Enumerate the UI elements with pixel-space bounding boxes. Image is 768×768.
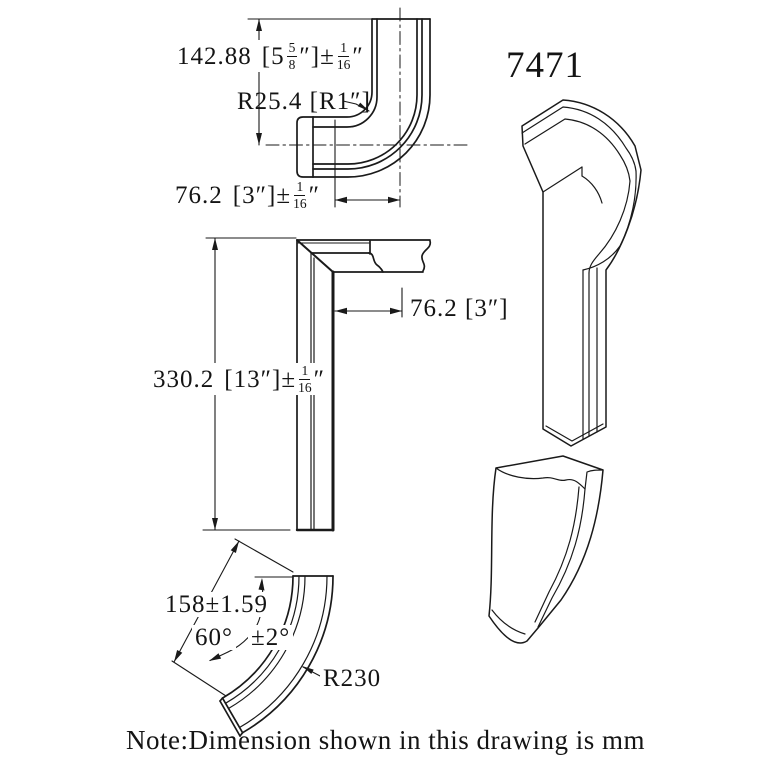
drawing-note: Note:Dimension shown in this drawing is … bbox=[126, 725, 645, 755]
molding-profile-curve bbox=[368, 252, 384, 273]
front-dimension-arrows bbox=[212, 238, 402, 530]
end-cap bbox=[296, 116, 314, 178]
dim-arc-chord: 158±1.59 bbox=[162, 592, 271, 617]
arc-dimension-arrows bbox=[174, 541, 314, 674]
arc-view bbox=[171, 538, 334, 737]
dim-front-width: 76.2 [3″] bbox=[410, 295, 509, 322]
isometric-view bbox=[488, 99, 642, 644]
dim-arc-angle: 60°±2° bbox=[192, 625, 294, 650]
iso-upper-piece bbox=[521, 99, 642, 447]
iso-lower-piece bbox=[488, 455, 604, 644]
molding-profile-edge bbox=[421, 240, 432, 272]
plan-dimension-arrows bbox=[256, 19, 400, 204]
miter-line bbox=[296, 239, 334, 273]
dim-arc-radius: R230 bbox=[320, 666, 385, 691]
part-number: 7471 bbox=[506, 45, 584, 86]
dim-plan-inner-radius: R25.4 [R1″] bbox=[237, 88, 371, 115]
